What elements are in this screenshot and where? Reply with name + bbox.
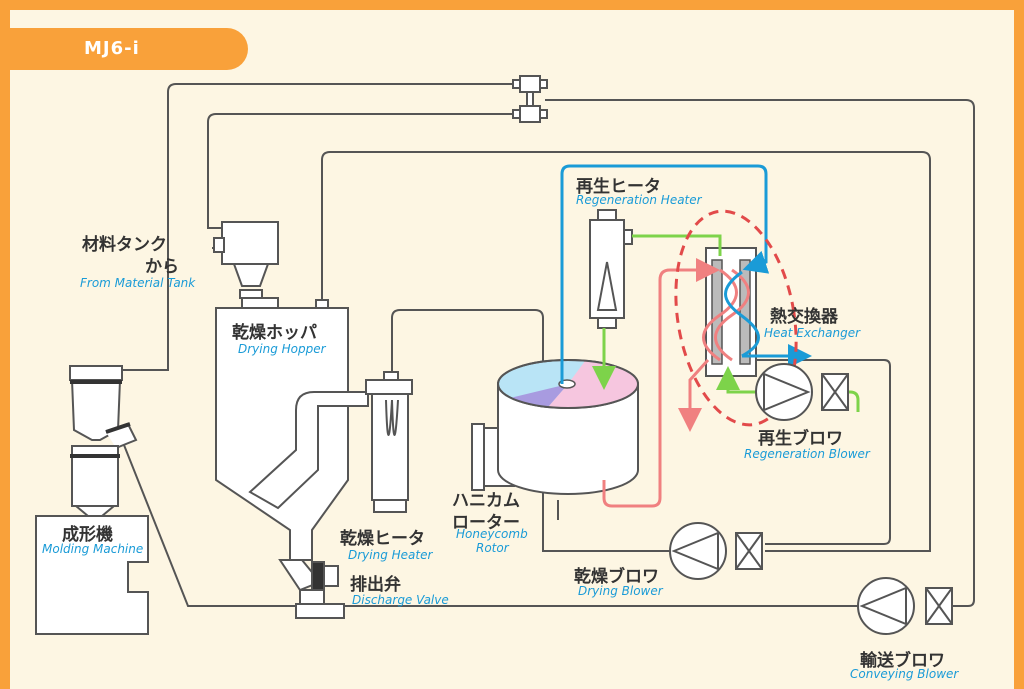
drying-hopper-label-jp: 乾燥ホッパ — [232, 323, 317, 343]
drying-blower-label-en: Drying Blower — [578, 584, 663, 598]
honeycomb-rotor-label-en-1: Honeycomb — [456, 527, 528, 541]
conveying-blower — [857, 577, 953, 635]
regeneration-blower-label-en: Regeneration Blower — [744, 447, 870, 461]
drying-heater — [365, 371, 413, 513]
regeneration-air-flow — [592, 234, 860, 412]
material-tank-label-jp-1: 材料タンク — [82, 235, 167, 255]
honeycomb-rotor — [471, 359, 639, 520]
molding-machine-label-en: Molding Machine — [42, 542, 144, 556]
regeneration-heater-label-jp: 再生ヒータ — [576, 177, 661, 197]
regeneration-heater-label-en: Regeneration Heater — [576, 193, 702, 207]
drying-heater-label-jp: 乾燥ヒータ — [340, 529, 425, 549]
discharge-valve-label-jp: 排出弁 — [350, 575, 401, 595]
drying-blower-label-jp: 乾燥ブロワ — [574, 567, 659, 587]
discharge-valve — [278, 559, 345, 619]
regeneration-exhaust-flow — [602, 258, 750, 508]
drying-hopper — [215, 299, 369, 561]
model-tag: MJ6-i — [0, 28, 248, 70]
pipe-fittings — [512, 75, 548, 123]
piping-lines — [121, 83, 975, 607]
drying-blower — [669, 522, 763, 580]
discharge-valve-label-en: Discharge Valve — [352, 593, 449, 607]
material-tank-label-jp-2: から — [145, 257, 179, 277]
conveying-blower-label-en: Conveying Blower — [850, 667, 959, 681]
heat-exchanger-label-jp: 熱交換器 — [770, 307, 838, 327]
heat-exchanger-highlight — [674, 209, 798, 427]
molding-machine-label-jp: 成形機 — [62, 525, 113, 545]
molding-machine — [35, 365, 149, 635]
drying-hopper-label-en: Drying Hopper — [238, 342, 326, 356]
honeycomb-rotor-label-en-2: Rotor — [476, 541, 509, 555]
material-tank-label-en: From Material Tank — [80, 276, 196, 290]
heat-exchanger-label-en: Heat Exchanger — [764, 326, 861, 340]
conveying-blower-label-jp: 輸送ブロワ — [860, 651, 945, 671]
process-air-flow — [560, 164, 812, 384]
honeycomb-rotor-label-jp-1: ハニカム — [452, 491, 520, 511]
honeycomb-rotor-label-jp-2: ローター — [452, 513, 520, 533]
regeneration-heater — [589, 209, 633, 329]
regeneration-blower-label-jp: 再生ブロワ — [758, 429, 843, 449]
regeneration-blower — [755, 363, 849, 421]
material-receiver — [213, 221, 279, 309]
drying-heater-label-en: Drying Heater — [348, 548, 433, 562]
